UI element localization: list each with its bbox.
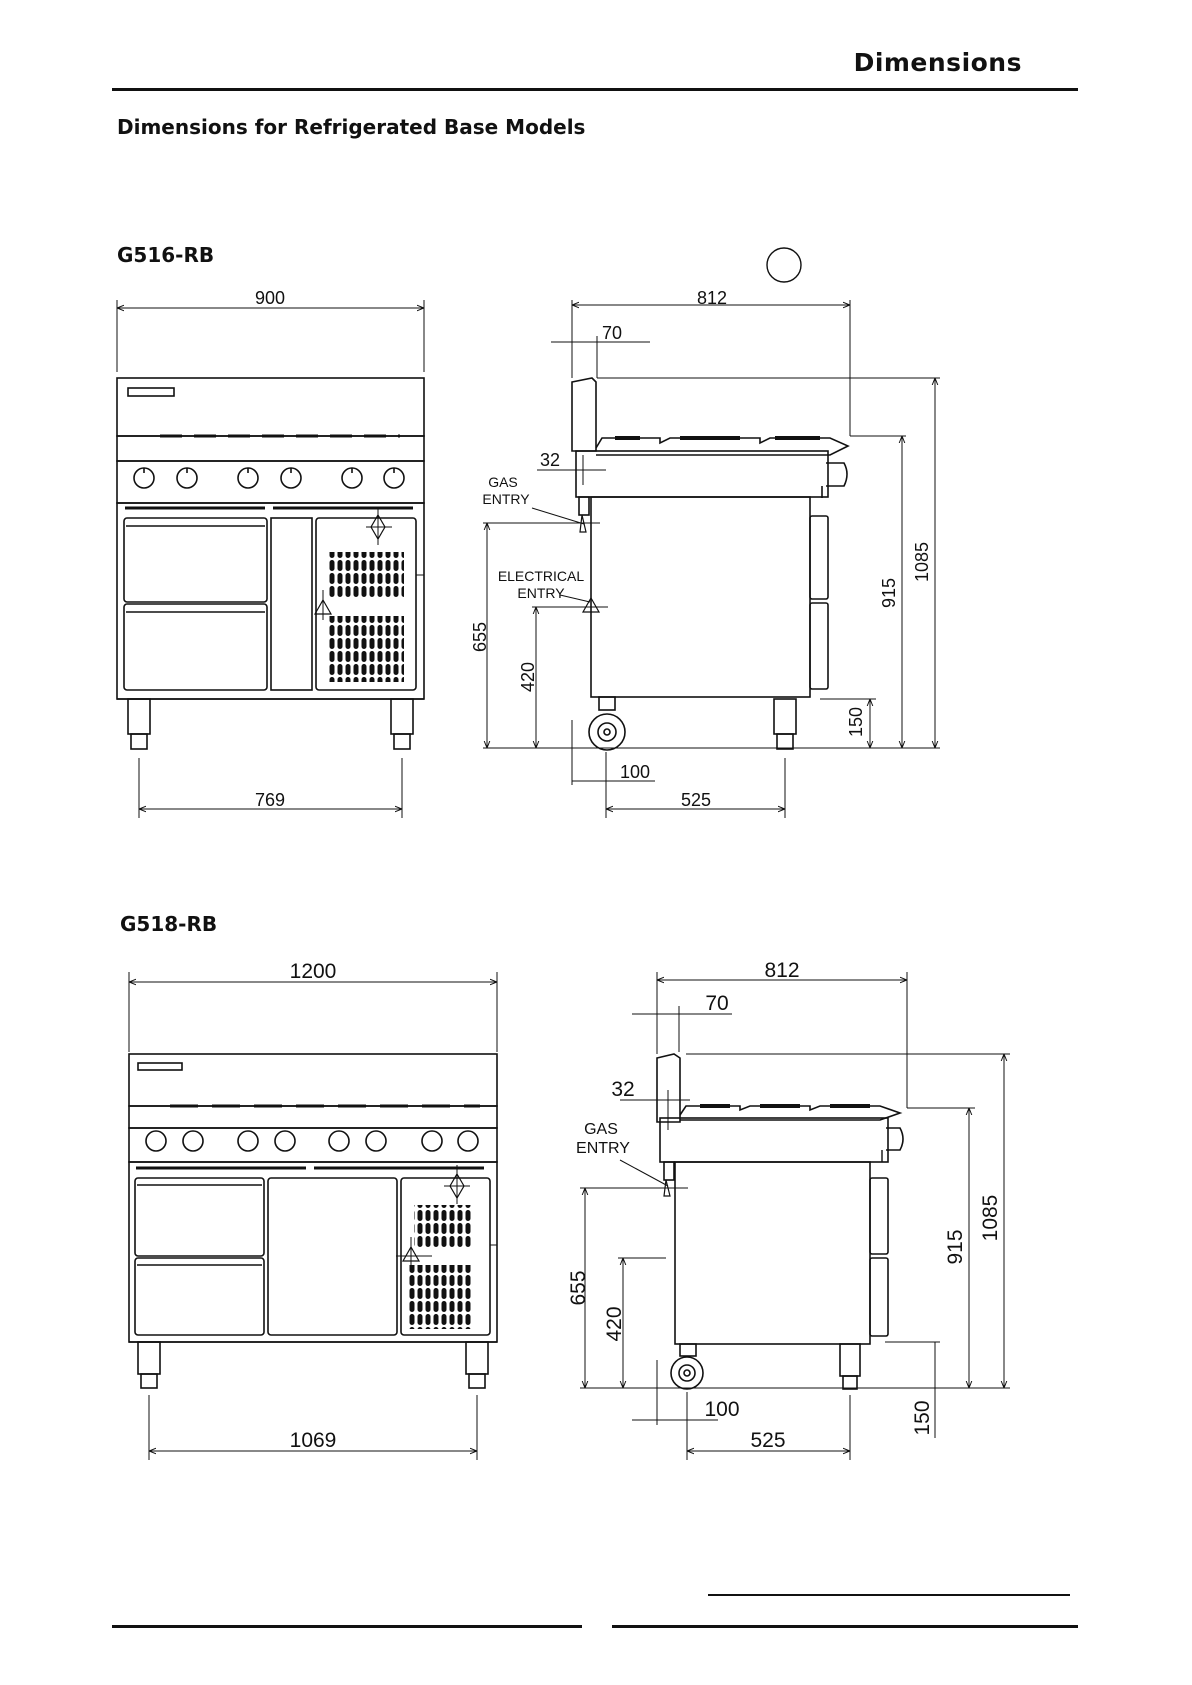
g516-elec-label-2: ENTRY <box>517 585 565 601</box>
g518-elec-height-dim: 420 <box>603 1306 626 1341</box>
footer-rule-left <box>112 1625 582 1628</box>
footer-thin-rule <box>708 1594 1070 1596</box>
g518-feet-span-dim: 525 <box>750 1429 785 1452</box>
g516-leg-height-dim: 150 <box>846 707 866 737</box>
g516-depth-dim: 812 <box>697 288 727 308</box>
g516-elec-label-1: ELECTRICAL <box>498 568 585 584</box>
g516-width-dim: 900 <box>255 288 285 308</box>
g518-gas-label-1: GAS <box>584 1121 618 1138</box>
g518-gas-height-dim: 655 <box>567 1270 590 1305</box>
g518-overall-height-dim: 1085 <box>979 1195 1002 1242</box>
g518-work-height-dim: 915 <box>944 1229 967 1264</box>
g516-gas-height-dim: 655 <box>470 622 490 652</box>
g516-overall-height-dim: 1085 <box>912 542 932 582</box>
g516-side-view <box>483 248 940 818</box>
g518-width-dim: 1200 <box>290 960 337 983</box>
g516-front-view <box>117 300 424 818</box>
g516-work-height-dim: 915 <box>879 578 899 608</box>
g518-side-view <box>580 972 1010 1460</box>
g518-gas-label-2: ENTRY <box>576 1140 630 1157</box>
g516-legs-dim: 769 <box>255 790 285 810</box>
footer-rule-right <box>612 1625 1078 1628</box>
g516-elec-height-dim: 420 <box>518 662 538 692</box>
g516-hob-drop-dim: 32 <box>540 450 560 470</box>
g518-leg-height-dim: 150 <box>911 1400 934 1435</box>
g518-splash-dim: 70 <box>705 992 728 1015</box>
g516-feet-span-dim: 525 <box>681 790 711 810</box>
g516-splash-dim: 70 <box>602 323 622 343</box>
g518-front-view <box>129 972 497 1460</box>
g516-gas-label-1: GAS <box>488 474 518 490</box>
g518-depth-dim: 812 <box>764 959 799 982</box>
g516-gas-label-2: ENTRY <box>482 491 530 507</box>
g518-castor-dim: 100 <box>704 1398 739 1421</box>
g518-legs-dim: 1069 <box>290 1429 337 1452</box>
g518-hob-drop-dim: 32 <box>611 1078 634 1101</box>
g516-castor-dim: 100 <box>620 762 650 782</box>
